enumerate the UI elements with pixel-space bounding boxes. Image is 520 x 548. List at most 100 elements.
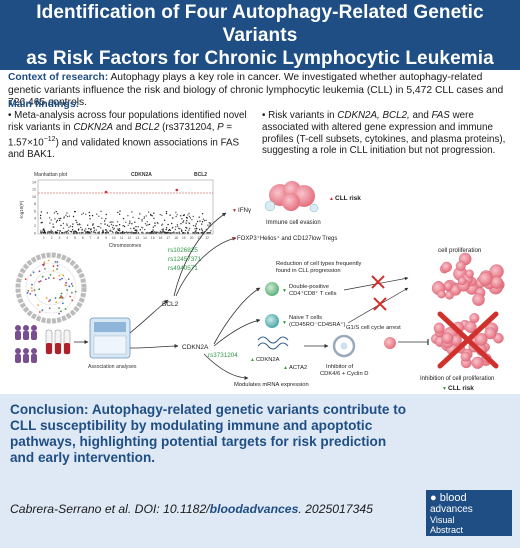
manhattan-point bbox=[107, 231, 110, 234]
circos-dot bbox=[49, 274, 52, 276]
circos-dot bbox=[49, 299, 52, 301]
proliferating-cell bbox=[478, 271, 493, 286]
manhattan-point bbox=[101, 217, 103, 219]
manhattan-point bbox=[154, 232, 156, 234]
manhattan-point bbox=[159, 213, 161, 216]
arrow-bcl2-ifn bbox=[173, 212, 227, 297]
proliferating-cell bbox=[469, 313, 480, 324]
manhattan-point bbox=[137, 232, 139, 234]
x-tick-label: 1 bbox=[43, 236, 45, 240]
manhattan-point bbox=[76, 232, 79, 234]
circos-dot bbox=[45, 297, 48, 300]
manhattan-point bbox=[205, 219, 207, 222]
dp-label-2: CD4⁺CD8⁺ T cells bbox=[289, 290, 337, 297]
manhattan-point bbox=[60, 224, 62, 227]
manhattan-point bbox=[192, 231, 195, 234]
manhattan-point bbox=[58, 217, 60, 220]
manhattan-point bbox=[135, 229, 138, 231]
manhattan-point bbox=[175, 216, 177, 218]
manhattan-point bbox=[167, 229, 170, 232]
circos-dot bbox=[56, 268, 58, 270]
manhattan-point bbox=[77, 224, 79, 226]
manhattan-frame bbox=[37, 179, 214, 235]
rs-bcl2-2: rs12457371 bbox=[168, 256, 202, 263]
circos-dot bbox=[26, 292, 29, 294]
circos-dot bbox=[38, 270, 41, 273]
manhattan-point bbox=[198, 228, 201, 231]
manhattan-point bbox=[66, 230, 69, 233]
manhattan-point bbox=[134, 229, 136, 232]
manhattan-point bbox=[171, 222, 173, 225]
manhattan-point bbox=[169, 214, 171, 216]
manhattan-point bbox=[110, 230, 112, 232]
cll-risk-down-label: CLL risk bbox=[448, 385, 474, 392]
manhattan-point bbox=[72, 232, 75, 234]
manhattan-point bbox=[148, 223, 151, 226]
manhattan-point bbox=[85, 228, 87, 230]
manhattan-point bbox=[130, 232, 133, 234]
manhattan-point bbox=[201, 221, 204, 223]
circos-dot bbox=[27, 290, 30, 292]
manhattan-point bbox=[127, 224, 129, 226]
cdkn2a-expression-label: CDKN2A bbox=[256, 357, 280, 363]
circos-dot bbox=[48, 300, 50, 302]
proliferating-cell bbox=[433, 322, 445, 334]
manhattan-point bbox=[143, 216, 146, 218]
manhattan-point bbox=[87, 232, 90, 234]
manhattan-point bbox=[119, 230, 121, 232]
manhattan-point bbox=[75, 232, 78, 234]
manhattan-point bbox=[152, 230, 154, 233]
citation-id: . 2025017345 bbox=[298, 502, 373, 516]
finding-left: • Meta-analysis across four populations … bbox=[8, 110, 258, 160]
manhattan-point bbox=[105, 213, 108, 216]
manhattan-point bbox=[65, 214, 67, 216]
ifn-label: IFNγ bbox=[238, 207, 252, 214]
manhattan-point bbox=[89, 218, 91, 220]
manhattan-point bbox=[172, 217, 174, 219]
proliferating-cell bbox=[484, 327, 497, 340]
cdkn2a-node: CDKN2A bbox=[182, 344, 209, 351]
manhattan-point bbox=[118, 224, 121, 226]
manhattan-point bbox=[75, 219, 77, 222]
manhattan-point bbox=[133, 232, 135, 234]
proliferating-cell bbox=[441, 261, 452, 273]
manhattan-point bbox=[198, 216, 200, 218]
manhattan-point bbox=[152, 232, 155, 234]
manhattan-point bbox=[106, 230, 108, 232]
x-tick-label: 14 bbox=[143, 236, 147, 240]
manhattan-point bbox=[106, 224, 109, 226]
manhattan-point bbox=[98, 231, 101, 233]
finding-right-text-2: and bbox=[409, 110, 432, 121]
circos-dot bbox=[52, 265, 55, 268]
citation-journal[interactable]: bloodadvances bbox=[209, 502, 299, 516]
proliferating-cell bbox=[437, 290, 446, 299]
sample-tubes bbox=[45, 329, 71, 355]
manhattan-point bbox=[188, 212, 190, 214]
circos-dot bbox=[66, 289, 68, 291]
x-tick-label: 15 bbox=[151, 236, 155, 240]
circos-dot bbox=[64, 308, 67, 310]
x-tick-label: 8 bbox=[97, 236, 99, 240]
manhattan-point bbox=[79, 224, 81, 226]
manhattan-point bbox=[196, 227, 198, 229]
proliferating-cell bbox=[457, 276, 467, 286]
manhattan-point bbox=[153, 212, 155, 214]
manhattan-point bbox=[179, 228, 181, 230]
manhattan-point bbox=[185, 216, 188, 219]
manhattan-point bbox=[141, 220, 143, 222]
acta2-up-arrow: ▲ bbox=[283, 365, 288, 371]
manhattan-point bbox=[165, 212, 168, 215]
manhattan-point bbox=[188, 215, 191, 218]
manhattan-point bbox=[49, 222, 51, 224]
arrow-cdkn2a-dp bbox=[213, 287, 261, 345]
manhattan-point bbox=[119, 210, 121, 212]
citation-doi: Cabrera-Serrano et al. DOI: 10.1182/ bbox=[10, 502, 210, 516]
x-tick-label: 4 bbox=[66, 236, 68, 240]
manhattan-point bbox=[207, 232, 209, 234]
manhattan-point bbox=[135, 226, 137, 228]
manhattan-point bbox=[58, 232, 61, 234]
manhattan-point bbox=[161, 214, 163, 216]
circos-dot bbox=[33, 289, 36, 291]
manhattan-point bbox=[98, 215, 100, 217]
manhattan-point bbox=[73, 232, 76, 234]
